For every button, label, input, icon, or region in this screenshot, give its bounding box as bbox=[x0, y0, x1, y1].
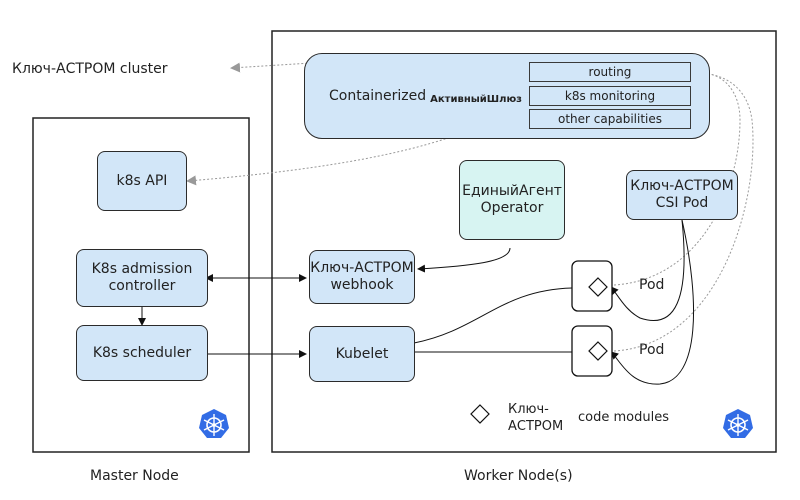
scheduler-box: K8s scheduler bbox=[76, 325, 208, 381]
gateway-to-k8s-api-connector bbox=[186, 94, 531, 186]
worker-node-frame bbox=[271, 30, 777, 453]
kubelet-to-pod1-connector bbox=[413, 287, 573, 344]
gateway-title-prefix: Containerized bbox=[329, 88, 427, 104]
k8s-api-label: k8s API bbox=[116, 172, 168, 189]
csi-pod-label-line2: CSI Pod bbox=[655, 195, 709, 211]
master-node-frame bbox=[32, 117, 250, 453]
legend-suffix: code modules bbox=[578, 410, 669, 425]
admission-label-line2: controller bbox=[108, 278, 176, 294]
webhook-label-line1: Ключ-АСТРОМ bbox=[310, 260, 414, 276]
legend-name: Ключ- АСТРОМ bbox=[508, 401, 563, 435]
legend-name-line1: Ключ- bbox=[508, 402, 549, 417]
capability-other: other capabilities bbox=[529, 109, 691, 129]
kubernetes-logo-icon bbox=[723, 409, 753, 438]
webhook-box: Ключ-АСТРОМ webhook bbox=[309, 250, 415, 304]
code-module-diamond-icon bbox=[588, 277, 608, 297]
admission-label-line1: K8s admission bbox=[91, 261, 193, 277]
worker-node-caption: Worker Node(s) bbox=[464, 468, 573, 484]
scheduler-label: K8s scheduler bbox=[92, 344, 192, 361]
csi-to-pod2-connector bbox=[610, 219, 695, 385]
pod-2-label: Pod bbox=[639, 342, 665, 358]
operator-label-line2: Operator bbox=[480, 200, 544, 216]
capability-other-label: other capabilities bbox=[558, 112, 662, 126]
admission-controller-box: K8s admission controller bbox=[76, 249, 208, 307]
kubelet-box: Kubelet bbox=[309, 326, 415, 382]
legend-name-line2: АСТРОМ bbox=[508, 419, 564, 434]
capability-k8s-monitoring: k8s monitoring bbox=[529, 86, 691, 106]
operator-box: ЕдиныйАгент Operator bbox=[459, 160, 565, 240]
pod-1-label: Pod bbox=[639, 277, 665, 293]
csi-pod-box: Ключ-АСТРОМ CSI Pod bbox=[626, 170, 738, 220]
webhook-label-line2: webhook bbox=[330, 277, 394, 293]
kubelet-label: Kubelet bbox=[335, 345, 389, 362]
csi-pod-label-line1: Ключ-АСТРОМ bbox=[630, 178, 734, 194]
operator-label-line1: ЕдиныйАгент bbox=[462, 183, 562, 199]
k8s-api-box: k8s API bbox=[97, 151, 187, 211]
code-module-diamond-icon bbox=[588, 341, 608, 361]
master-node-caption: Master Node bbox=[90, 468, 179, 484]
cluster-label: Ключ-АСТРОМ cluster bbox=[12, 61, 168, 77]
operator-to-webhook-connector bbox=[417, 247, 511, 273]
kubernetes-logo-icon bbox=[199, 409, 229, 438]
csi-to-pod1-connector bbox=[610, 219, 685, 322]
capability-k8s-monitoring-label: k8s monitoring bbox=[564, 89, 656, 103]
capability-routing-label: routing bbox=[588, 65, 632, 79]
legend-diamond-icon bbox=[470, 404, 490, 424]
pod1-to-routing-connector bbox=[613, 67, 741, 286]
gateway-title-bold: АктивныйШлюз bbox=[430, 94, 522, 105]
capability-routing: routing bbox=[529, 62, 691, 82]
